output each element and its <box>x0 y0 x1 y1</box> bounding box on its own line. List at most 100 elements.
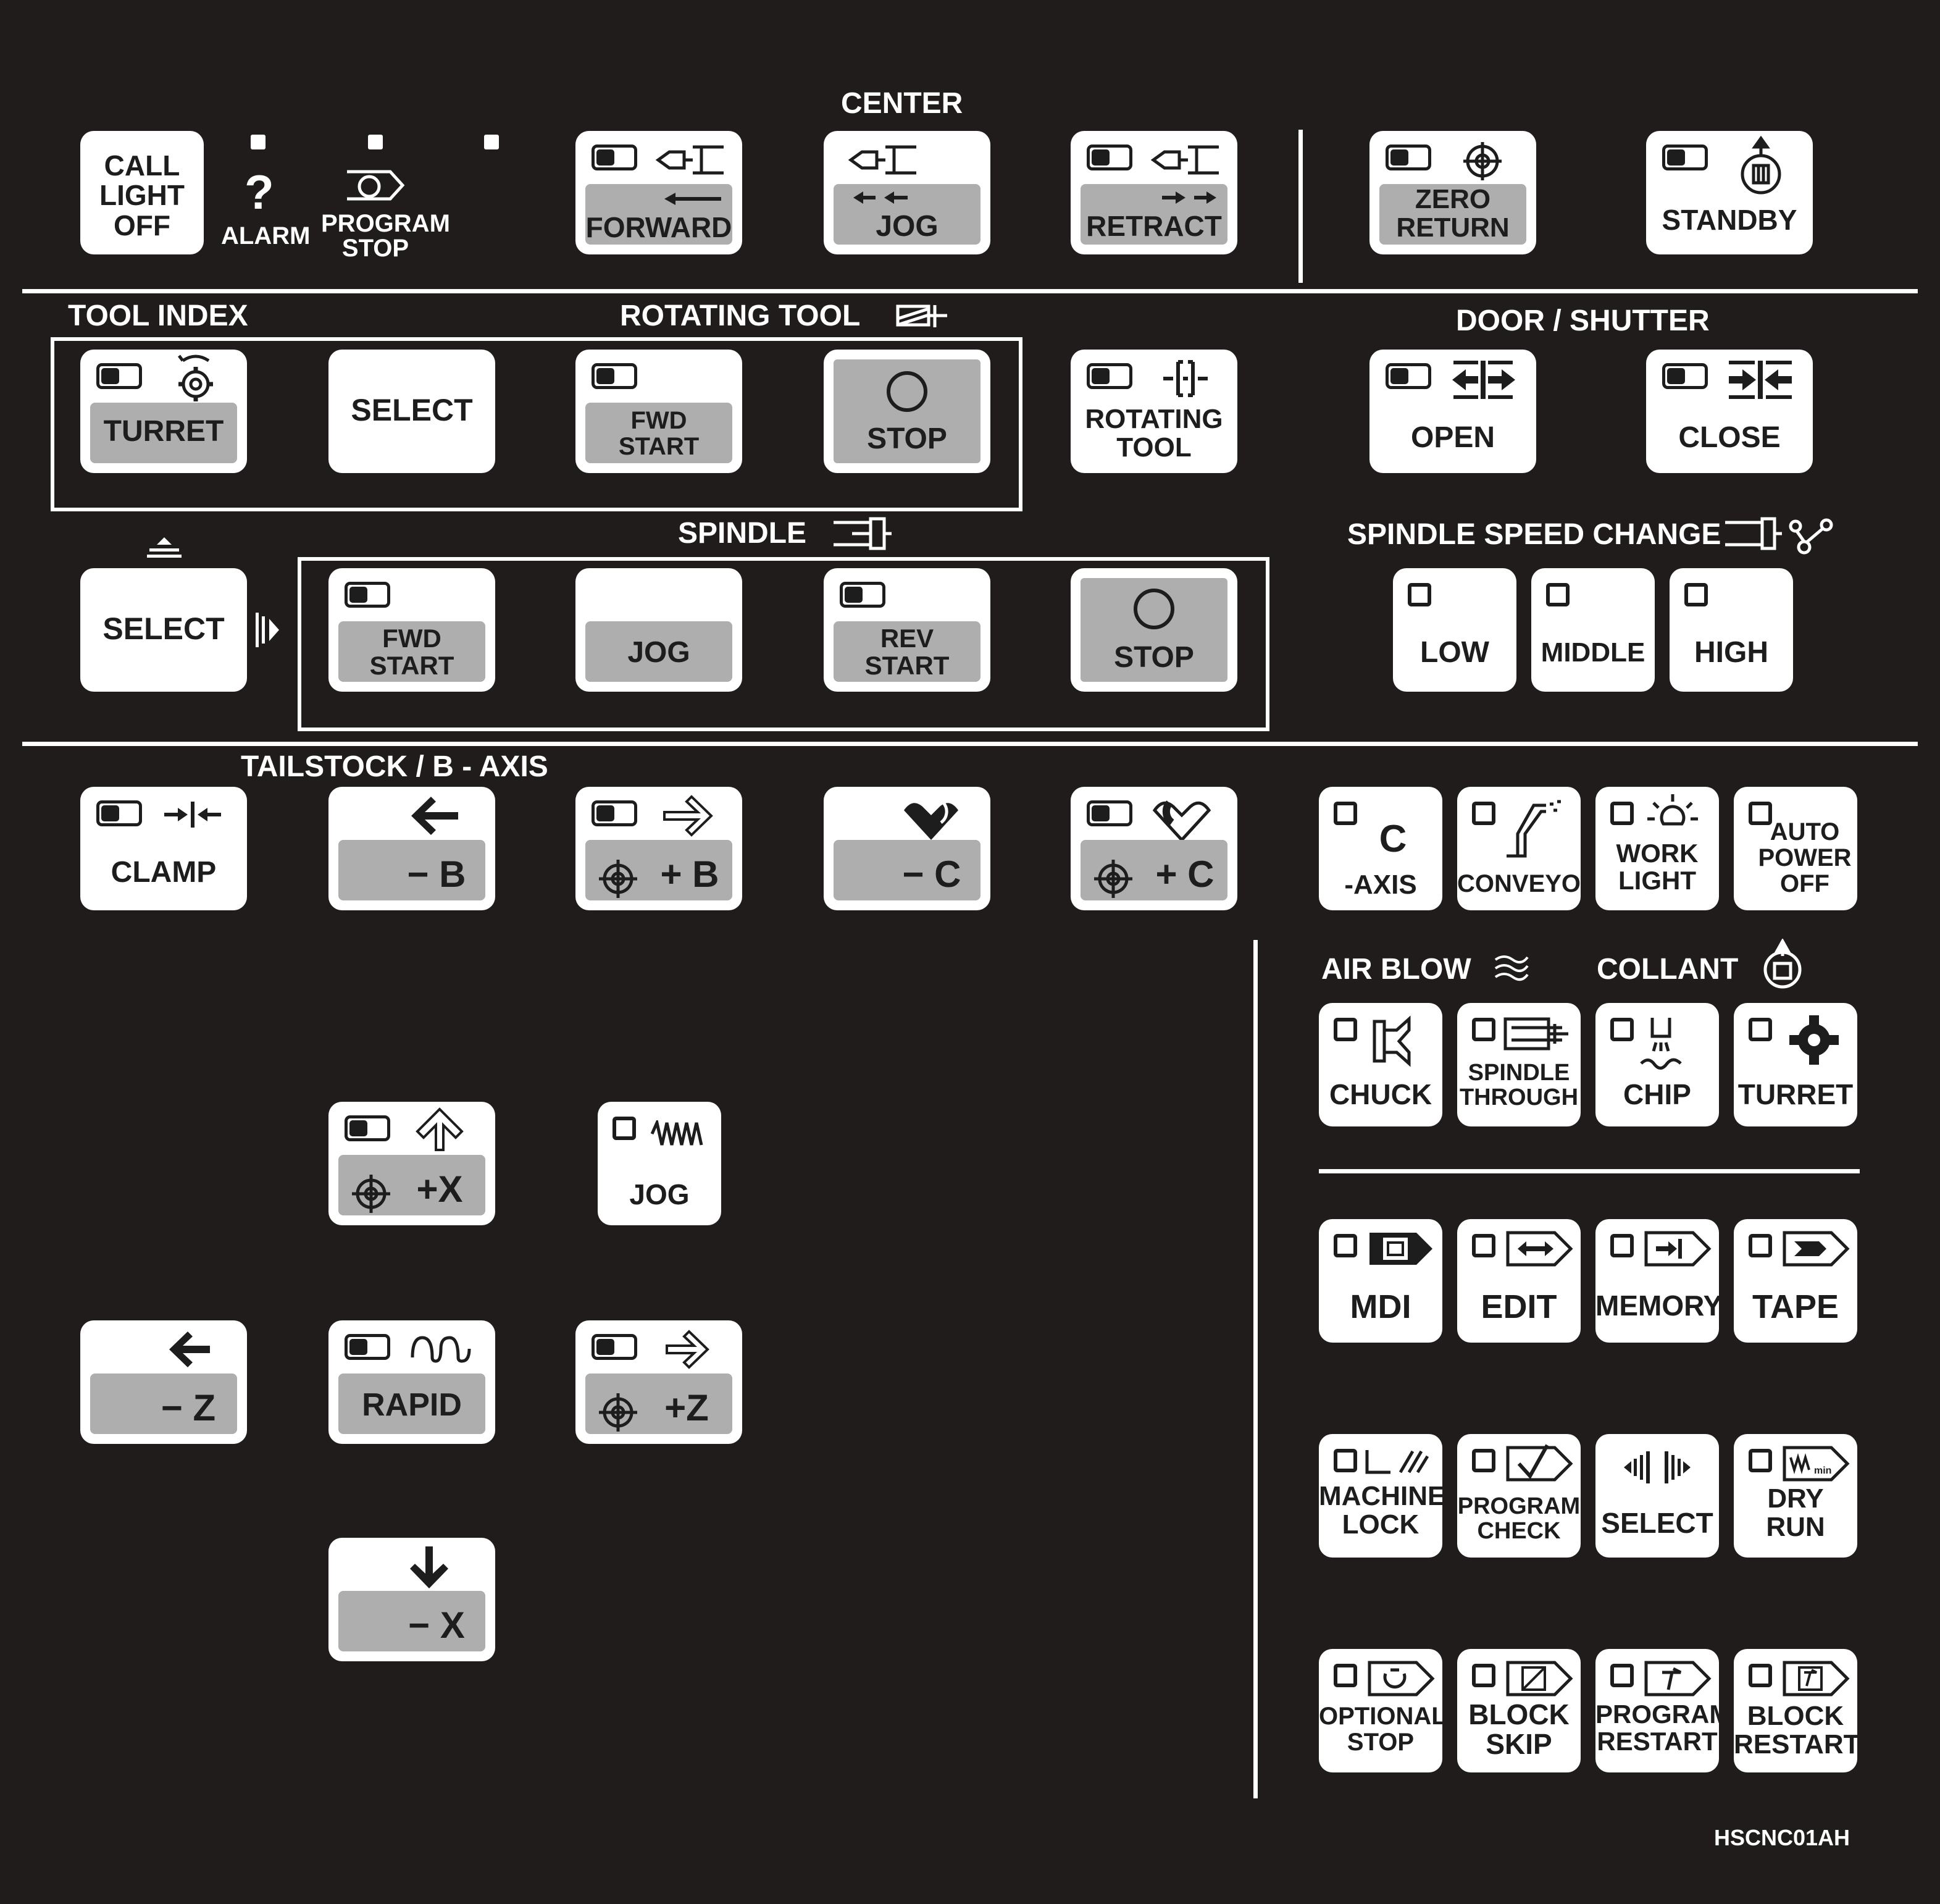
minus-c-label: − C <box>902 853 961 895</box>
alarm-icon: ? <box>245 165 274 219</box>
plus-x-label: +X <box>416 1168 463 1210</box>
spindle-fwd-start-button[interactable]: FWD START <box>328 568 495 692</box>
axis-jog-button[interactable]: JOG <box>598 1102 721 1225</box>
function-select-button[interactable]: SELECT <box>1595 1434 1719 1558</box>
machine-lock-button[interactable]: MACHINE LOCK <box>1319 1434 1442 1558</box>
spindle-select-label: SELECT <box>102 611 225 646</box>
call-light-off-label: CALL LIGHT OFF <box>99 149 185 241</box>
center-forward-button[interactable]: FORWARD <box>575 131 742 254</box>
minus-b-label: − B <box>407 853 466 895</box>
work-light-button[interactable]: WORK LIGHT <box>1595 787 1719 910</box>
tailstock-clamp-button[interactable]: CLAMP <box>80 787 247 910</box>
plus-z-button[interactable]: +Z <box>575 1320 742 1444</box>
center-jog-label: JOG <box>876 210 939 243</box>
program-stop-label: PROGRAM STOP <box>321 210 450 262</box>
rapid-wave-icon <box>411 1336 471 1363</box>
double-arrow-right-icon <box>1162 191 1216 204</box>
axis-jog-lamp <box>613 1117 636 1140</box>
spindle-select-button[interactable]: SELECT <box>80 568 247 692</box>
plus-b-button[interactable]: + B <box>575 787 742 910</box>
turret-index-button[interactable]: TURRET <box>80 350 247 473</box>
rotating-tool-icon <box>896 304 947 327</box>
minus-c-panel <box>834 840 980 900</box>
program-check-lamp <box>1472 1449 1495 1472</box>
rotating-tool-fwd-indicator <box>592 363 637 389</box>
plus-c-button[interactable]: + C <box>1071 787 1237 910</box>
c-axis-button[interactable]: C -AXIS <box>1319 787 1442 910</box>
spindle-rev-panel <box>834 621 980 682</box>
center-tailstock-icon <box>848 145 916 175</box>
plus-b-indicator <box>592 800 637 826</box>
center-jog-button[interactable]: JOG <box>824 131 990 254</box>
tape-mode-button[interactable]: TAPE <box>1734 1219 1857 1343</box>
dry-run-button[interactable]: min DRY RUN <box>1734 1434 1857 1558</box>
door-open-button[interactable]: OPEN <box>1369 350 1536 473</box>
program-check-label: PROGRAM CHECK <box>1457 1493 1581 1544</box>
spare-lamp <box>484 135 499 149</box>
dry-run-label: DRY RUN <box>1766 1483 1825 1543</box>
spindle-jog-button[interactable]: JOG <box>575 568 742 692</box>
spindle-through-label: SPINDLE THROUGH <box>1459 1060 1579 1110</box>
reference-point-icon <box>352 1175 390 1213</box>
arrow-left-bold-icon <box>411 797 458 835</box>
spindle-speed-change-title: SPINDLE SPEED CHANGE <box>1347 518 1721 551</box>
rotating-tool-fwd-start-button[interactable]: FWD START <box>575 350 742 473</box>
rotating-tool-title: ROTATING TOOL <box>620 300 861 332</box>
speed-low-button[interactable]: LOW <box>1393 568 1516 692</box>
optional-stop-button[interactable]: OPTIONAL STOP <box>1319 1649 1442 1772</box>
speed-middle-lamp <box>1546 583 1570 606</box>
spindle-fwd-panel <box>338 621 485 682</box>
stop-circle-icon <box>1134 589 1174 629</box>
minus-z-label: − Z <box>161 1387 216 1428</box>
speed-middle-button[interactable]: MIDDLE <box>1531 568 1655 692</box>
plus-x-button[interactable]: +X <box>328 1102 495 1225</box>
chuck-label: CHUCK <box>1329 1078 1432 1110</box>
jog-feed-icon <box>650 1120 703 1146</box>
center-retract-button[interactable]: RETRACT <box>1071 131 1237 254</box>
rapid-button[interactable]: RAPID <box>328 1320 495 1444</box>
minus-x-button[interactable]: − X <box>328 1538 495 1661</box>
minus-z-button[interactable]: − Z <box>80 1320 247 1444</box>
standby-button[interactable]: STANDBY <box>1646 131 1813 254</box>
coolant-chip-label: CHIP <box>1623 1078 1691 1110</box>
mdi-mode-button[interactable]: MDI <box>1319 1219 1442 1343</box>
edit-label: EDIT <box>1481 1288 1557 1325</box>
divider-vertical-top <box>1298 130 1303 283</box>
edit-mode-button[interactable]: EDIT <box>1457 1219 1581 1343</box>
coolant-chip-button[interactable]: CHIP <box>1595 1003 1719 1126</box>
call-light-off-button[interactable]: CALL LIGHT OFF <box>80 131 204 254</box>
rotating-tool-stop-button[interactable]: STOP <box>824 350 990 473</box>
tool-select-button[interactable]: SELECT <box>328 350 495 473</box>
spindle-through-button[interactable]: SPINDLE THROUGH <box>1457 1003 1581 1126</box>
program-check-button[interactable]: PROGRAM CHECK <box>1457 1434 1581 1558</box>
minus-b-button[interactable]: − B <box>328 787 495 910</box>
rotate-cw-icon <box>1152 800 1211 842</box>
spindle-stop-button[interactable]: STOP <box>1071 568 1237 692</box>
minus-c-button[interactable]: − C <box>824 787 990 910</box>
memory-mode-button[interactable]: MEMORY <box>1595 1219 1719 1343</box>
rotating-tool-frame <box>51 337 1022 511</box>
coolant-turret-button[interactable]: TURRET <box>1734 1003 1857 1126</box>
rotating-tool-mode-button[interactable]: ROTATING TOOL <box>1071 350 1237 473</box>
spindle-rev-start-button[interactable]: REV START <box>824 568 990 692</box>
chip-lamp <box>1610 1018 1634 1041</box>
conveyor-label: CONVEYOR <box>1457 870 1581 897</box>
program-restart-label: PROGRAM RESTART <box>1595 1700 1719 1756</box>
auto-power-off-button[interactable]: AUTO POWER OFF <box>1734 787 1857 910</box>
speed-low-lamp <box>1408 583 1431 606</box>
mdi-label: MDI <box>1350 1288 1411 1325</box>
speed-high-button[interactable]: HIGH <box>1670 568 1793 692</box>
standby-label: STANDBY <box>1662 204 1797 236</box>
conveyor-button[interactable]: CONVEYOR <box>1457 787 1581 910</box>
program-check-icon <box>1506 1444 1573 1482</box>
rapid-panel <box>338 1373 485 1434</box>
reference-point-icon <box>1463 142 1502 180</box>
air-blow-chuck-button[interactable]: CHUCK <box>1319 1003 1442 1126</box>
zero-return-button[interactable]: ZERO RETURN <box>1369 131 1536 254</box>
program-restart-button[interactable]: PROGRAM RESTART <box>1595 1649 1719 1772</box>
door-close-button[interactable]: CLOSE <box>1646 350 1813 473</box>
block-skip-button[interactable]: BLOCK SKIP <box>1457 1649 1581 1772</box>
door-close-icon <box>1729 361 1792 399</box>
block-restart-button[interactable]: BLOCK RESTART <box>1734 1649 1857 1772</box>
center-retract-indicator <box>1087 145 1132 170</box>
